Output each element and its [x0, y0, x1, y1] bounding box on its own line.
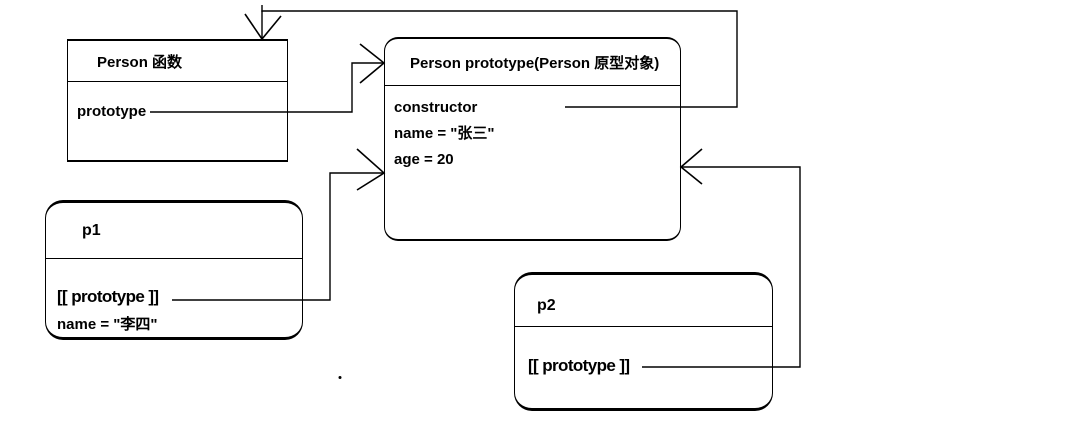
- person-prototype-title-label: Person prototype(Person 原型对象): [410, 54, 660, 72]
- p2-title-label: p2: [537, 296, 556, 314]
- member-name-lisi: name = "李四": [57, 316, 158, 333]
- person-function-body: prototype: [68, 82, 287, 125]
- arrowhead-down-icon: [244, 13, 282, 41]
- p2-body: [[ prototype ]]: [515, 327, 772, 379]
- person-function-title-label: Person 函数: [97, 53, 183, 71]
- person-prototype-box: Person prototype(Person 原型对象) constructo…: [384, 37, 681, 241]
- member-internal-prototype: [[ prototype ]]: [528, 356, 630, 375]
- member-internal-prototype: [[ prototype ]]: [57, 287, 159, 306]
- person-function-box: Person 函数 prototype: [67, 39, 288, 162]
- p1-box: p1 [[ prototype ]] name = "李四": [45, 200, 303, 340]
- stray-dot: [338, 376, 342, 379]
- member-constructor: constructor: [394, 99, 478, 116]
- person-prototype-body: constructor name = "张三" age = 20: [385, 86, 680, 173]
- member-prototype: prototype: [77, 103, 147, 120]
- arrowhead-right-icon: [356, 148, 386, 191]
- person-function-title: Person 函数: [68, 41, 287, 82]
- p1-body: [[ prototype ]] name = "李四": [46, 259, 302, 338]
- p1-title-label: p1: [82, 221, 101, 239]
- arrowhead-right-icon: [359, 43, 386, 84]
- arrowhead-left-icon: [679, 148, 703, 185]
- member-age-20: age = 20: [394, 151, 454, 168]
- member-name-zhangsan: name = "张三": [394, 125, 495, 142]
- p1-title: p1: [46, 203, 302, 259]
- p2-box: p2 [[ prototype ]]: [514, 272, 773, 411]
- person-prototype-title: Person prototype(Person 原型对象): [385, 39, 680, 86]
- p2-title: p2: [515, 275, 772, 327]
